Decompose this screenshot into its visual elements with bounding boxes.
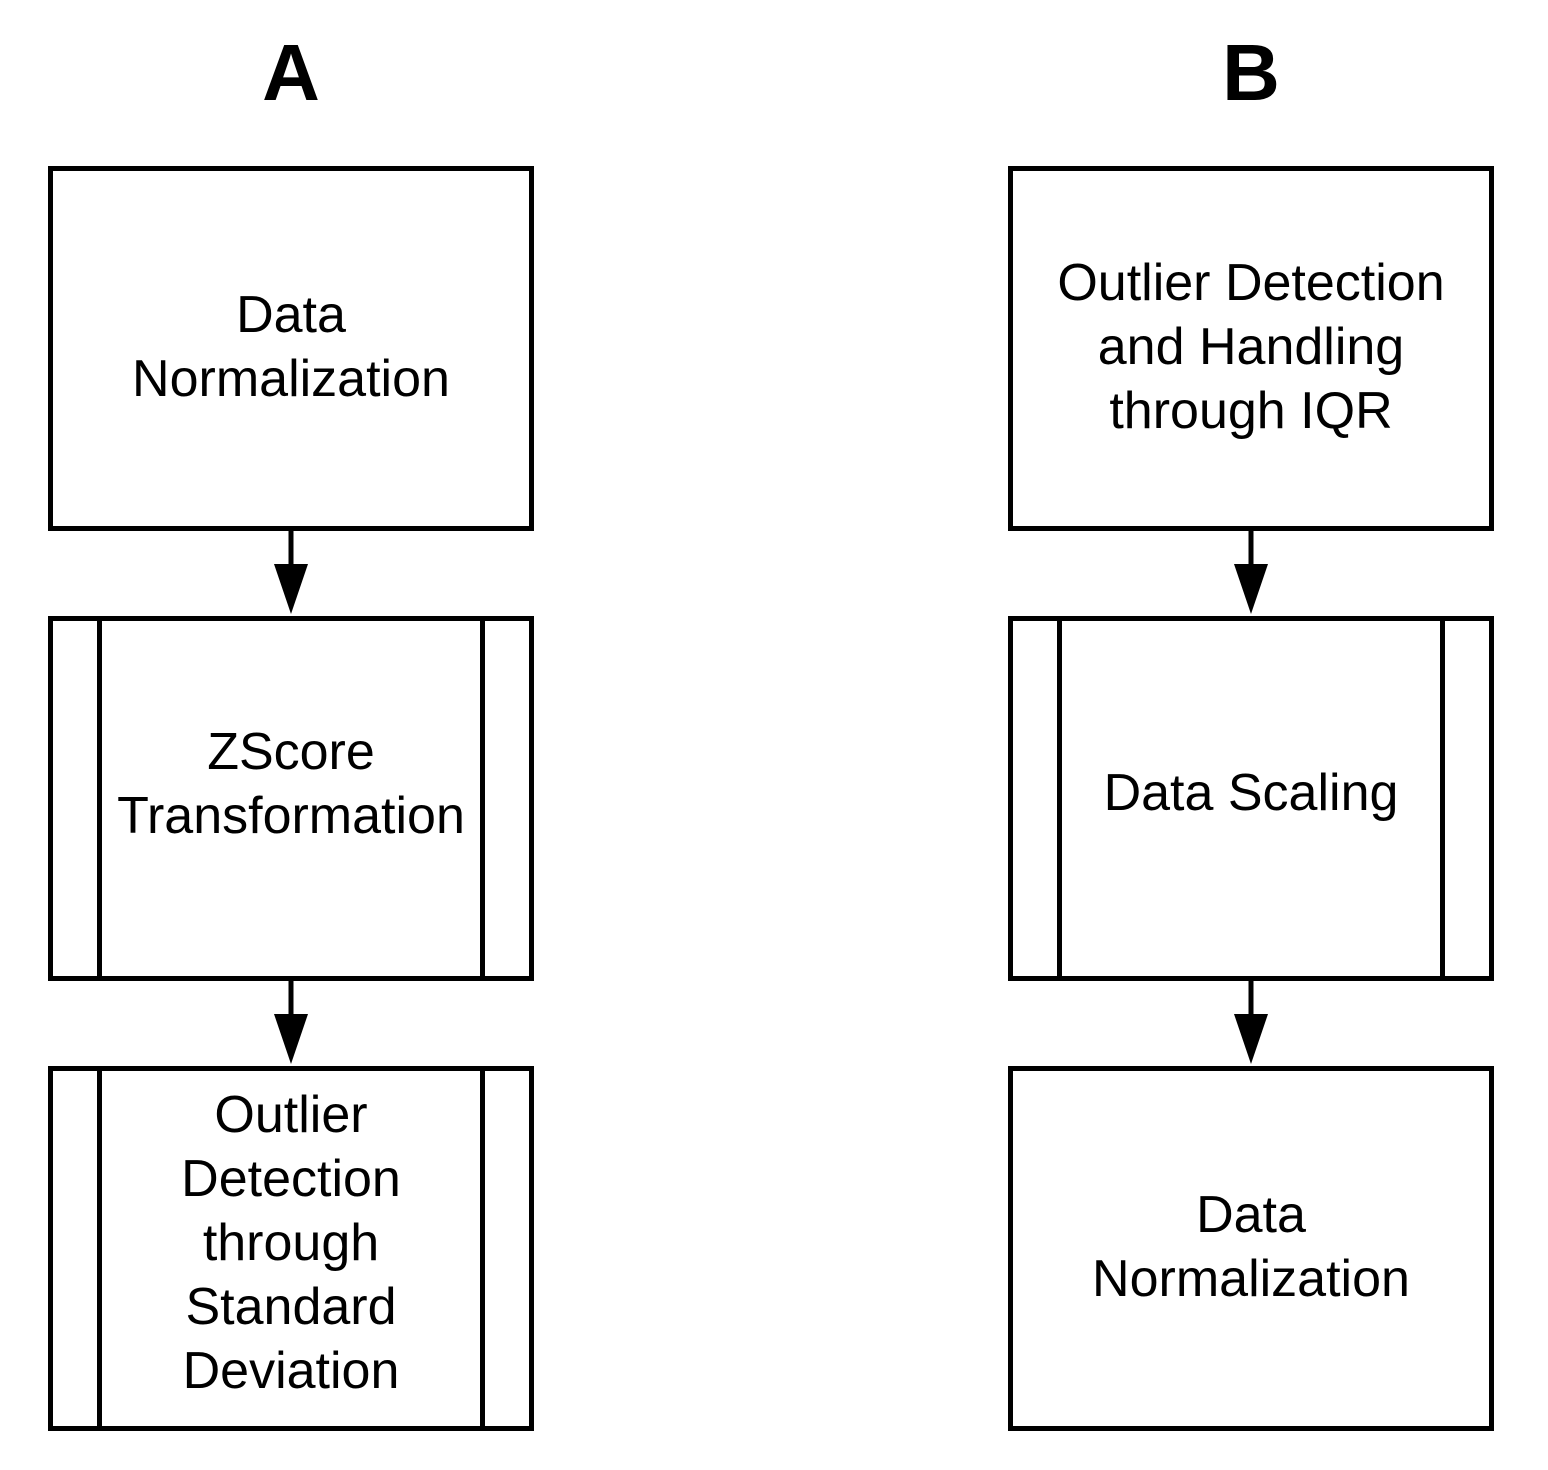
arrow-a-1-to-2 xyxy=(274,531,308,614)
panel-a-step-2-box: ZScore Transformation xyxy=(48,616,534,981)
predefined-process-bar-left xyxy=(97,621,102,976)
panel-a-step-2-text: ZScore Transformation xyxy=(117,722,465,845)
predefined-process-bar-right xyxy=(480,1071,485,1426)
panel-b-step-3-text: Data Normalization xyxy=(1092,1185,1410,1308)
predefined-process-bar-right xyxy=(1440,621,1445,976)
arrow-b-1-to-2 xyxy=(1234,531,1268,614)
panel-a-label: A xyxy=(262,28,320,117)
panel-a-step-3-box: Outlier Detection through Standard Devia… xyxy=(48,1066,534,1431)
arrow-a-2-to-3 xyxy=(274,981,308,1064)
panel-a-step-1-box: Data Normalization xyxy=(48,166,534,531)
panel-a-step-1-text: Data Normalization xyxy=(132,285,450,408)
arrow-b-2-to-3 xyxy=(1234,981,1268,1064)
predefined-process-bar-right xyxy=(480,621,485,976)
panel-a-step-3-text: Outlier Detection through Standard Devia… xyxy=(181,1085,401,1400)
panel-b-label: B xyxy=(1222,28,1280,117)
predefined-process-bar-left xyxy=(97,1071,102,1426)
panel-b-step-2-text: Data Scaling xyxy=(1103,763,1399,822)
panel-b-step-3-box: Data Normalization xyxy=(1008,1066,1494,1431)
panel-b-step-2-box: Data Scaling xyxy=(1008,616,1494,981)
predefined-process-bar-left xyxy=(1057,621,1062,976)
panel-b-step-1-text: Outlier Detection and Handling through I… xyxy=(1057,253,1445,440)
panel-b-step-1-box: Outlier Detection and Handling through I… xyxy=(1008,166,1494,531)
